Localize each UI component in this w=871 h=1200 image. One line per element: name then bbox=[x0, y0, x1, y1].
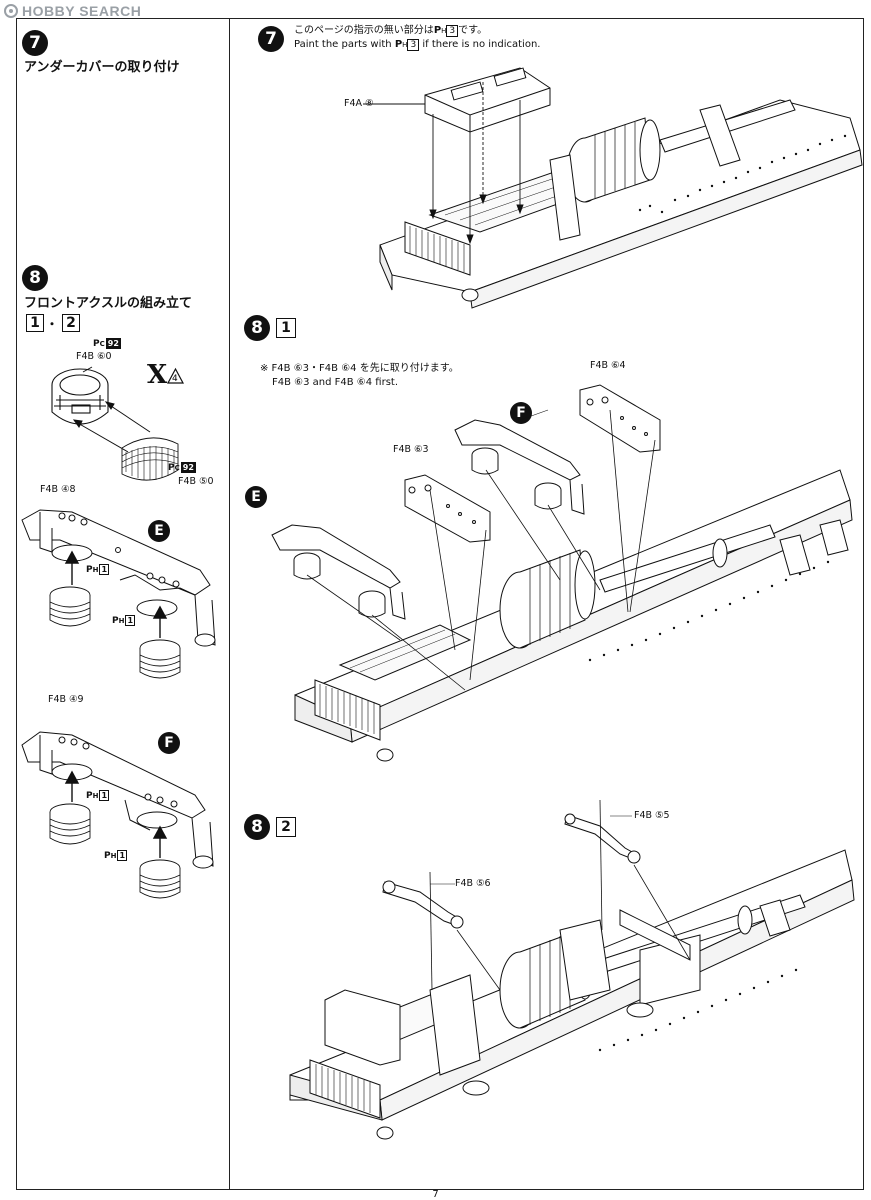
paint-note-number-en: 3 bbox=[407, 39, 420, 51]
paint-note-en-a: Paint the parts with bbox=[294, 39, 392, 50]
order-note-japanese: ※ F4B ⑥3・F4B ⑥4 を先に取り付けます。 bbox=[260, 363, 459, 374]
paint-number: 1 bbox=[125, 615, 136, 626]
placement-e-marker: E bbox=[245, 486, 267, 508]
part-label-f4b-50: F4B ⑤0 bbox=[178, 476, 214, 487]
placement-f-marker: F bbox=[510, 402, 532, 424]
column-divider bbox=[229, 18, 230, 1190]
part-label-f4b-60: F4B ⑥0 bbox=[76, 351, 112, 362]
paint-sub: C bbox=[174, 464, 180, 472]
order-note-english: F4B ⑥3 and F4B ⑥4 first. bbox=[272, 377, 399, 388]
paint-prefix: P bbox=[168, 463, 175, 473]
watermark-text: HOBBY SEARCH bbox=[22, 3, 142, 19]
part-label-f4b-63: F4B ⑥3 bbox=[393, 444, 429, 455]
step-8-substep-2-box: 2 bbox=[276, 817, 296, 837]
part-label-f4b-49: F4B ④9 bbox=[48, 694, 84, 705]
paint-number: 92 bbox=[105, 338, 121, 349]
paint-number: 92 bbox=[180, 462, 196, 473]
substep-1-box: 1 bbox=[26, 314, 44, 332]
page-frame bbox=[16, 18, 864, 1190]
page-number: 7 bbox=[432, 1189, 439, 1200]
subassembly-e-marker: E bbox=[148, 520, 170, 542]
part-label-f4b-48: F4B ④8 bbox=[40, 484, 76, 495]
step-8-title: フロントアクスルの組み立て bbox=[24, 296, 192, 311]
paint-number: 1 bbox=[99, 790, 110, 801]
step-8-substep-1-box: 1 bbox=[276, 318, 296, 338]
step-8-2-number: 8 bbox=[244, 814, 270, 840]
watermark-logo-icon bbox=[4, 4, 18, 18]
paint-note-en-b: if there is no indication. bbox=[422, 39, 541, 50]
make-multiple-x-icon: X bbox=[147, 360, 168, 390]
paint-note-jp-text: このページの指示の無い部分は bbox=[294, 25, 434, 36]
substep-2-box: 2 bbox=[62, 314, 80, 332]
step-8-number-left: 8 bbox=[22, 265, 48, 291]
watermark: HOBBY SEARCH bbox=[4, 2, 141, 20]
step-7-number-left: 7 bbox=[22, 30, 48, 56]
part-label-f4a-8: F4A ⑧ bbox=[344, 98, 374, 109]
paint-note-number: 3 bbox=[446, 25, 459, 37]
paint-number: 1 bbox=[117, 850, 128, 861]
part-label-f4b-64: F4B ⑥4 bbox=[590, 360, 626, 371]
paint-prefix: P bbox=[93, 339, 100, 349]
part-label-f4b-55: F4B ⑤5 bbox=[634, 810, 670, 821]
substep-separator: ・ bbox=[46, 317, 59, 331]
paint-sub: C bbox=[99, 340, 105, 348]
part-label-f4b-56: F4B ⑤6 bbox=[455, 878, 491, 889]
step-7-number-right: 7 bbox=[258, 26, 284, 52]
paint-note-jp-tail: です。 bbox=[458, 25, 488, 36]
paint-number: 1 bbox=[99, 564, 110, 575]
step-7-title: アンダーカバーの取り付け bbox=[24, 60, 180, 75]
step-8-1-number: 8 bbox=[244, 315, 270, 341]
subassembly-f-marker: F bbox=[158, 732, 180, 754]
